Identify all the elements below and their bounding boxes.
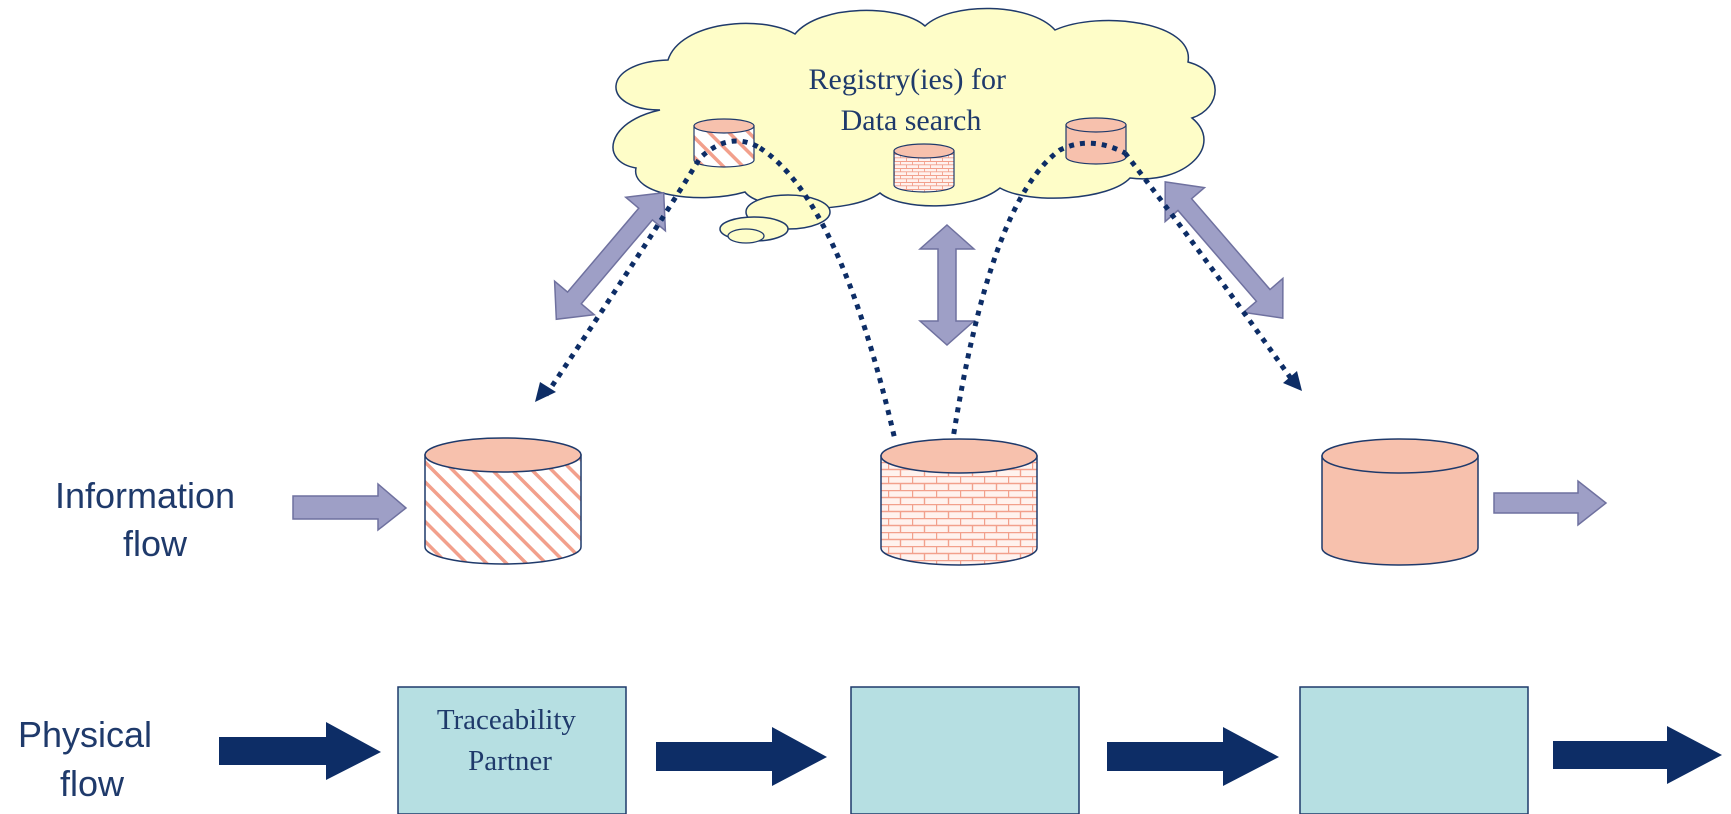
physical-flow-arrow-2 xyxy=(656,727,827,786)
dotted-arrowhead-right xyxy=(1283,371,1302,391)
cloud-cylinder-solid xyxy=(1065,117,1127,165)
information-flow-label-line2: flow xyxy=(123,523,188,564)
info-cylinder-brick xyxy=(880,438,1038,566)
physical-flow-arrow-3 xyxy=(1107,727,1279,786)
physical-flow-arrow-4 xyxy=(1553,726,1722,784)
traceability-partner-box-3 xyxy=(1299,686,1529,814)
registry-label-line2: Data search xyxy=(841,104,982,137)
dotted-arrowhead-left xyxy=(535,382,556,402)
info-cylinder-solid xyxy=(1321,438,1479,566)
registry-label-line1: Registry(ies) for xyxy=(809,63,1006,96)
svg-text:Physical flow: Physical flow xyxy=(18,714,162,804)
partner-label-line1: Traceability xyxy=(437,704,577,736)
registry-cloud: Registry(ies) for Data search xyxy=(612,7,1216,244)
physical-flow-label-line2: flow xyxy=(60,763,125,804)
double-arrow-right xyxy=(1164,181,1284,319)
dotted-link-left xyxy=(543,138,762,397)
dotted-links xyxy=(543,138,1295,446)
cloud-cylinder-brick xyxy=(893,143,955,193)
double-arrow-center xyxy=(918,223,976,347)
traceability-partner-box-1 xyxy=(397,686,627,814)
dotted-link-center-to-right xyxy=(949,140,1127,446)
info-cylinder-hatched xyxy=(424,437,582,565)
svg-text:Traceability Partner: Traceability Partner xyxy=(437,704,583,777)
info-flow-arrow-out xyxy=(1493,479,1608,527)
info-flow-arrow-in xyxy=(292,482,408,532)
information-flow-label-line1: Information xyxy=(55,475,235,516)
svg-text:Information flow: Information flow xyxy=(55,475,245,564)
physical-flow-arrow-1 xyxy=(219,722,381,780)
traceability-partner-box-2 xyxy=(850,686,1080,814)
svg-text:Registry(ies) for Data s: Registry(ies) for Data search xyxy=(809,63,1014,137)
partner-label-line2: Partner xyxy=(468,745,552,777)
dotted-link-right xyxy=(1123,151,1295,382)
dotted-link-left-to-center xyxy=(758,145,898,441)
cloud-shape xyxy=(612,7,1216,210)
physical-flow-label-line1: Physical xyxy=(18,714,152,755)
thought-bubble-small xyxy=(727,228,765,244)
double-arrow-left xyxy=(553,191,667,321)
